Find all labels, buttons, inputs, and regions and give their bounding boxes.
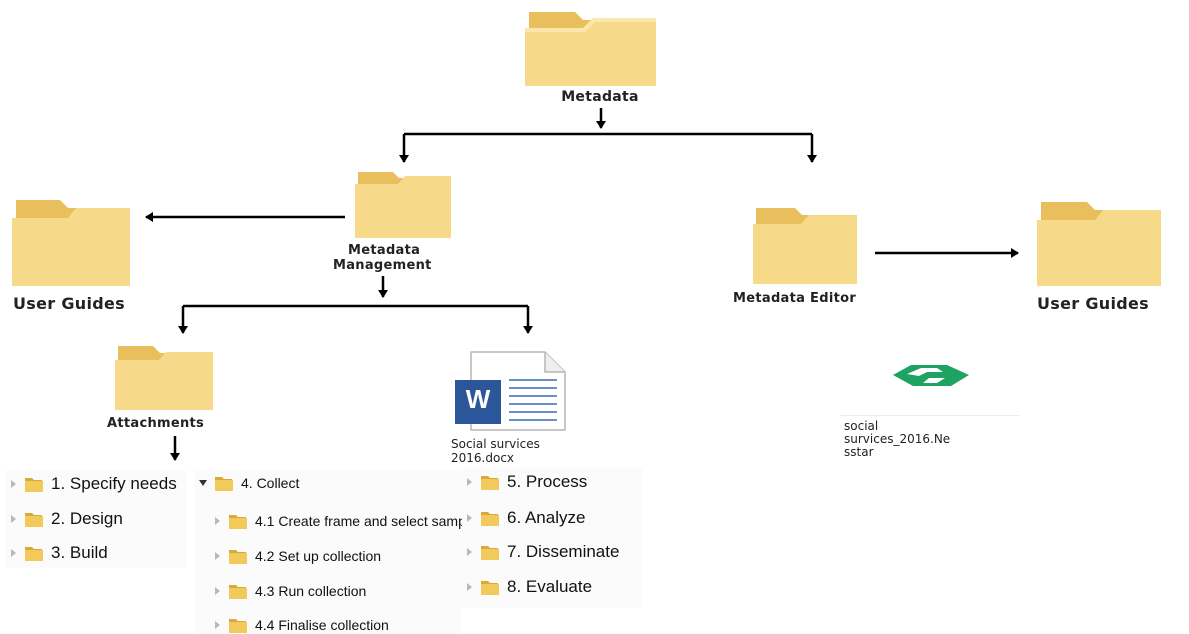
- tree-item-label: 8. Evaluate: [507, 577, 593, 596]
- expand-arrow-icon[interactable]: [11, 515, 16, 523]
- tree-item-label: 4.2 Set up collection: [255, 548, 382, 564]
- expand-arrow-icon[interactable]: [467, 478, 472, 486]
- folder-icon: [481, 546, 499, 560]
- nesstar-name-line3: sstar: [844, 445, 874, 459]
- folder-icon: [229, 585, 247, 599]
- word-letter: W: [465, 384, 491, 414]
- collapse-arrow-icon[interactable]: [199, 480, 207, 486]
- folder-icon: [229, 550, 247, 564]
- expand-arrow-icon[interactable]: [11, 480, 16, 488]
- tree-item-label: 6. Analyze: [507, 508, 586, 527]
- tree-item[interactable]: 6. Analyze: [467, 508, 585, 528]
- folder-icon: [25, 478, 43, 492]
- tree-item-label: 4. Collect: [241, 475, 300, 491]
- tree-item[interactable]: 1. Specify needs: [11, 474, 177, 494]
- attachments-folder-icon[interactable]: [113, 344, 215, 412]
- nesstar-icon[interactable]: [893, 360, 973, 390]
- expand-arrow-icon[interactable]: [467, 548, 472, 556]
- tree-item[interactable]: 4.2 Set up collection: [215, 547, 381, 565]
- user-guides-left-folder-icon[interactable]: [10, 198, 132, 288]
- metadata-label: Metadata: [561, 89, 639, 105]
- tree-item-label: 4.4 Finalise collection: [255, 617, 389, 633]
- tree-item-label: 3. Build: [51, 543, 108, 562]
- tree-item[interactable]: 5. Process: [467, 472, 587, 492]
- metadata-management-label-line2: Management: [333, 258, 432, 273]
- folder-icon: [481, 512, 499, 526]
- tree-right-panel: 5. Process 6. Analyze 7. Disseminate 8. …: [462, 468, 642, 608]
- expand-arrow-icon[interactable]: [215, 621, 220, 629]
- tree-item-label: 4.1 Create frame and select sample: [255, 513, 477, 529]
- tree-item[interactable]: 8. Evaluate: [467, 577, 592, 597]
- document-name-line1: Social survices: [451, 437, 540, 451]
- expand-arrow-icon[interactable]: [11, 549, 16, 557]
- metadata-folder-icon[interactable]: [523, 10, 658, 88]
- user-guides-right-folder-icon[interactable]: [1035, 200, 1163, 288]
- tree-item[interactable]: 4. Collect: [199, 474, 300, 492]
- folder-icon: [25, 547, 43, 561]
- expand-arrow-icon[interactable]: [467, 583, 472, 591]
- word-document-icon[interactable]: [453, 350, 569, 432]
- expand-arrow-icon[interactable]: [467, 514, 472, 522]
- tree-item-label: 4.3 Run collection: [255, 583, 367, 599]
- tree-item-label: 7. Disseminate: [507, 542, 620, 561]
- tree-item[interactable]: 3. Build: [11, 543, 108, 563]
- metadata-management-label-line1: Metadata: [348, 243, 421, 258]
- tree-item-label: 5. Process: [507, 472, 588, 491]
- folder-icon: [229, 619, 247, 633]
- user-guides-left-label: User Guides: [13, 294, 125, 313]
- user-guides-right-label: User Guides: [1037, 294, 1149, 313]
- folder-icon: [481, 476, 499, 490]
- tree-item[interactable]: 4.4 Finalise collection: [215, 616, 389, 634]
- document-name-line2: 2016.docx: [451, 451, 515, 465]
- expand-arrow-icon[interactable]: [215, 517, 220, 525]
- expand-arrow-icon[interactable]: [215, 552, 220, 560]
- tree-item[interactable]: 7. Disseminate: [467, 542, 619, 562]
- folder-icon: [481, 581, 499, 595]
- tree-item[interactable]: 4.3 Run collection: [215, 582, 366, 600]
- tree-item-label: 2. Design: [51, 509, 123, 528]
- tree-left-panel: 1. Specify needs 2. Design 3. Build: [5, 470, 187, 568]
- folder-icon: [25, 513, 43, 527]
- folder-icon: [229, 515, 247, 529]
- tree-item-label: 1. Specify needs: [51, 474, 177, 493]
- metadata-editor-label: Metadata Editor: [733, 291, 857, 306]
- tree-item[interactable]: 4.1 Create frame and select sample: [215, 512, 477, 530]
- tree-middle-panel: 4. Collect 4.1 Create frame and select s…: [195, 470, 477, 634]
- nesstar-name-line2: survices_2016.Ne: [844, 432, 951, 446]
- attachments-label: Attachments: [107, 416, 205, 431]
- tree-item[interactable]: 2. Design: [11, 509, 123, 529]
- expand-arrow-icon[interactable]: [215, 587, 220, 595]
- nesstar-name-line1: social: [844, 419, 879, 433]
- metadata-management-folder-icon[interactable]: [353, 170, 453, 240]
- nesstar-separator: [840, 415, 1020, 416]
- metadata-editor-folder-icon[interactable]: [751, 206, 859, 286]
- folder-icon: [215, 477, 233, 491]
